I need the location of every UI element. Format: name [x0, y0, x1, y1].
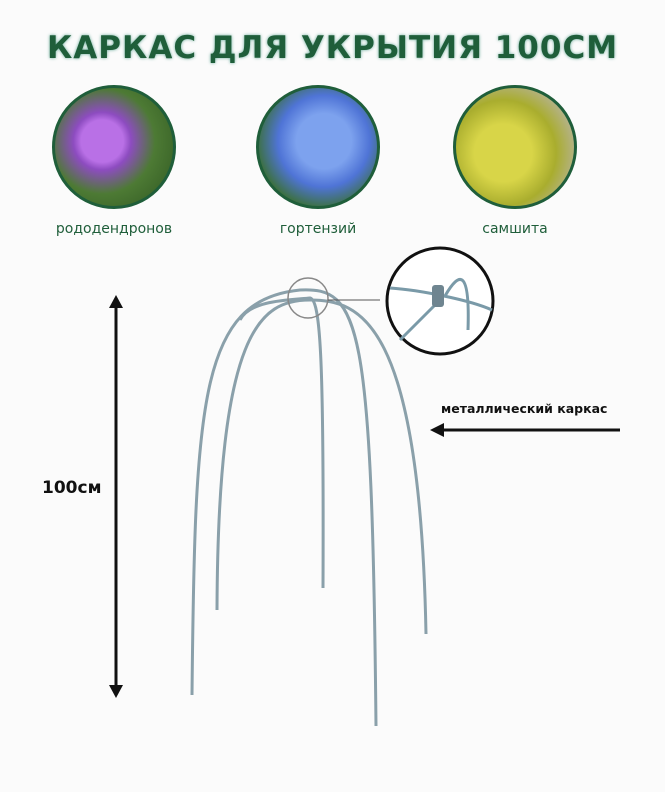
- height-label: 100см: [42, 478, 102, 498]
- rhododendron-image: [52, 85, 176, 209]
- caption-hydrangea: гортензий: [279, 221, 357, 237]
- caption-boxwood: самшита: [482, 221, 548, 237]
- caption-rhododendron: рододендронов: [55, 221, 173, 237]
- height-arrow: [109, 295, 123, 698]
- arch-1: [190, 288, 378, 727]
- joint-highlight: [287, 277, 329, 319]
- clamp: [432, 285, 444, 307]
- hydrangea-image: [256, 85, 380, 209]
- arch-2: [215, 298, 428, 635]
- frame-arrow: [430, 423, 620, 437]
- arch-3: [238, 296, 325, 589]
- page-title: КАРКАС ДЛЯ УКРЫТИЯ 100СМ: [46, 30, 619, 66]
- frame-label: металлический каркас: [441, 401, 608, 416]
- boxwood-image: [453, 85, 577, 209]
